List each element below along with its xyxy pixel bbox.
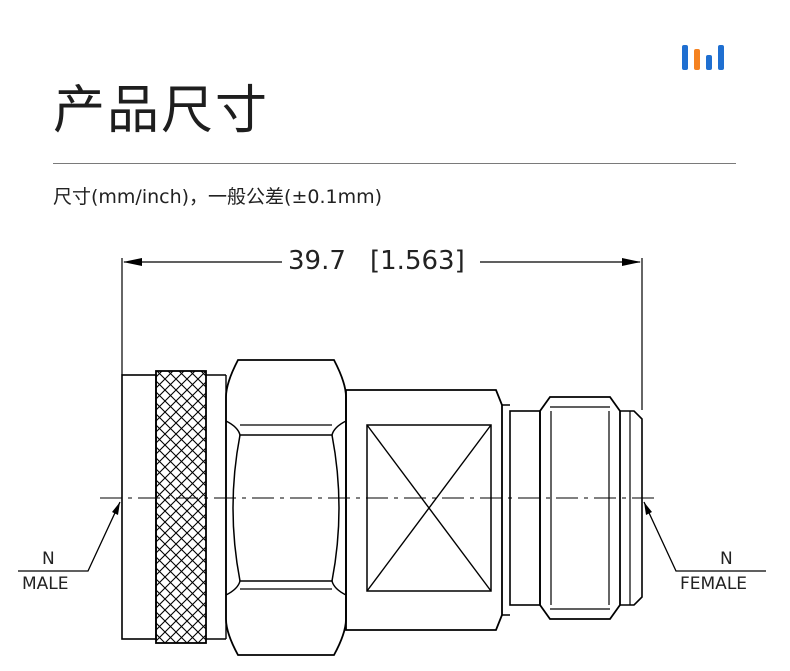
- leader-arrow-icon: [644, 502, 652, 515]
- arrow-left-icon: [123, 258, 142, 266]
- overall-dimension: 39.7 [1.563]: [121, 246, 643, 410]
- female-n-label: N: [720, 549, 733, 569]
- adapter-body: [345, 389, 510, 631]
- tolerance-note: 尺寸(mm/inch)，一般公差(±0.1mm): [53, 186, 383, 208]
- female-end: [509, 396, 643, 620]
- hex-nut: [225, 359, 347, 656]
- male-shell: [121, 374, 157, 640]
- dimension-inch: [1.563]: [370, 246, 465, 276]
- logo-bar: [694, 49, 700, 70]
- logo-bar: [682, 45, 688, 70]
- female-type-label: FEMALE: [680, 574, 747, 594]
- logo-bar: [706, 55, 712, 70]
- connector-dimension-drawing: 39.7 [1.563]: [18, 246, 766, 656]
- arrow-right-icon: [622, 258, 641, 266]
- female-label: N FEMALE: [643, 501, 766, 594]
- male-n-label: N: [42, 549, 55, 569]
- header-divider: [53, 163, 736, 164]
- logo-bar: [718, 45, 724, 70]
- leader-arrow-icon: [112, 502, 120, 515]
- brand-logo-icon: [682, 45, 724, 70]
- page-title: 产品尺寸: [53, 81, 270, 141]
- knurled-coupling-nut: [155, 370, 227, 644]
- male-type-label: MALE: [22, 574, 69, 594]
- dimension-mm: 39.7: [288, 246, 346, 276]
- male-label: N MALE: [18, 501, 121, 594]
